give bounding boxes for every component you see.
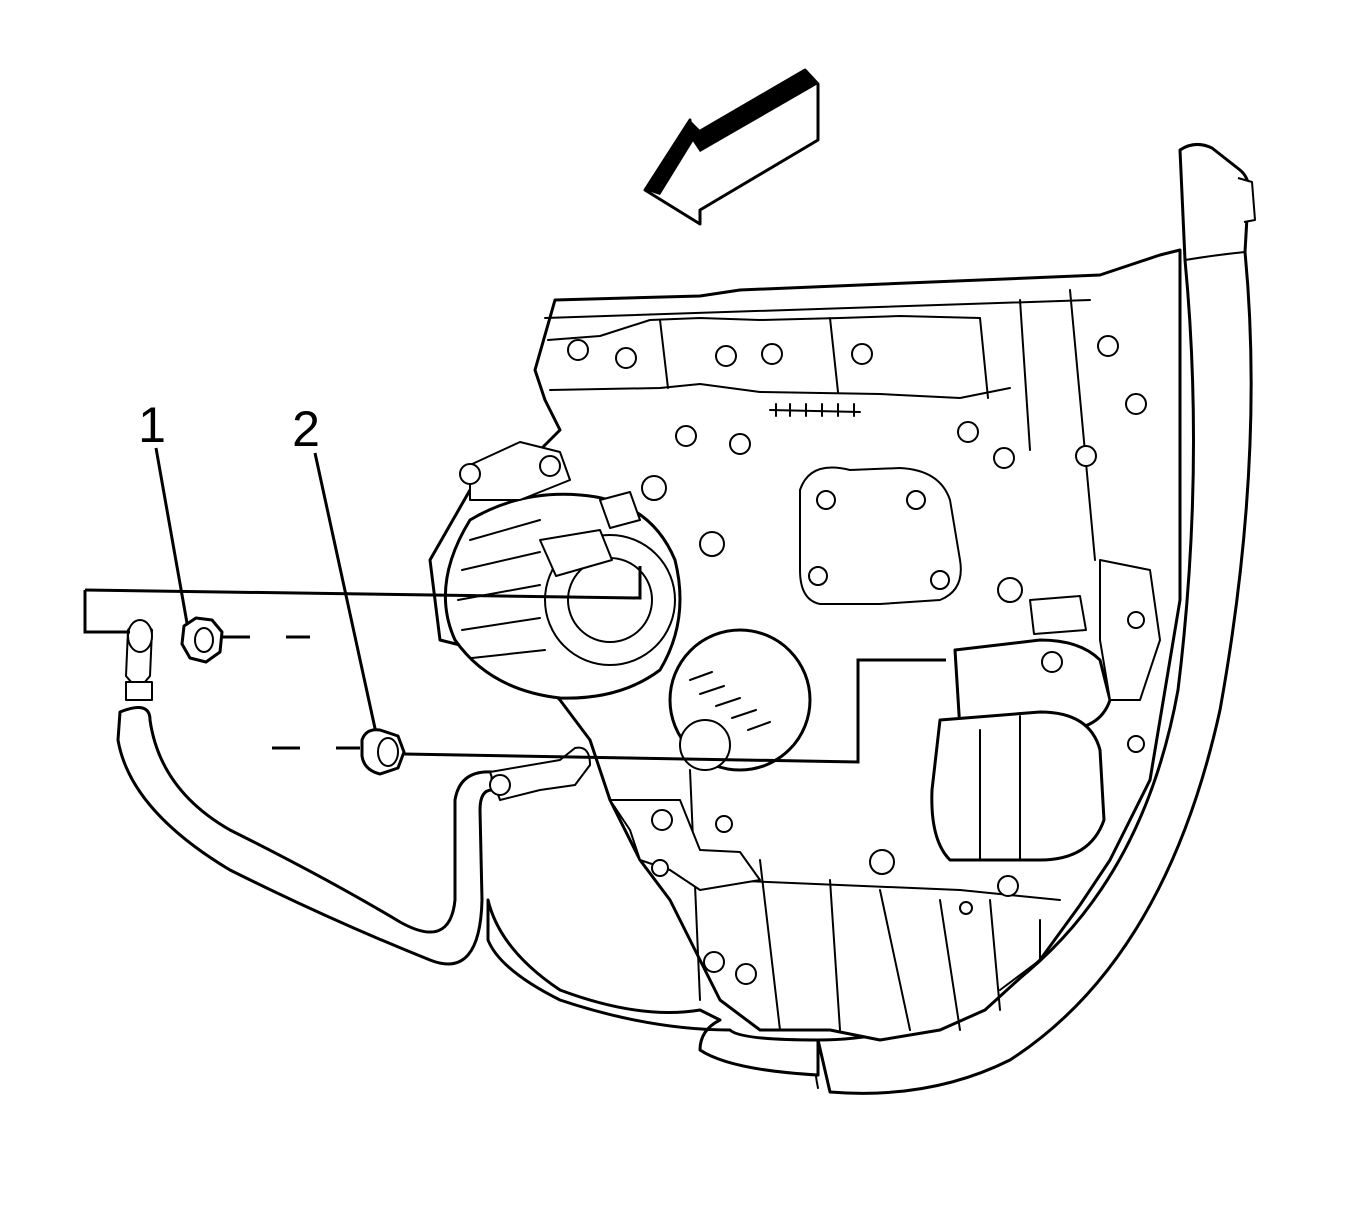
nut-1 — [180, 616, 224, 664]
battery-cable — [116, 619, 820, 1077]
view-direction-arrow — [643, 68, 820, 226]
frame-hose-right — [814, 143, 1256, 1095]
crank-pulley — [668, 628, 812, 772]
callout-1-label: 1 — [138, 397, 166, 453]
nut-2 — [360, 728, 406, 776]
callout-2-label: 2 — [292, 401, 320, 457]
lower-bracket — [609, 799, 761, 891]
leader-lines — [83, 447, 946, 764]
starter-motor — [930, 559, 1161, 862]
